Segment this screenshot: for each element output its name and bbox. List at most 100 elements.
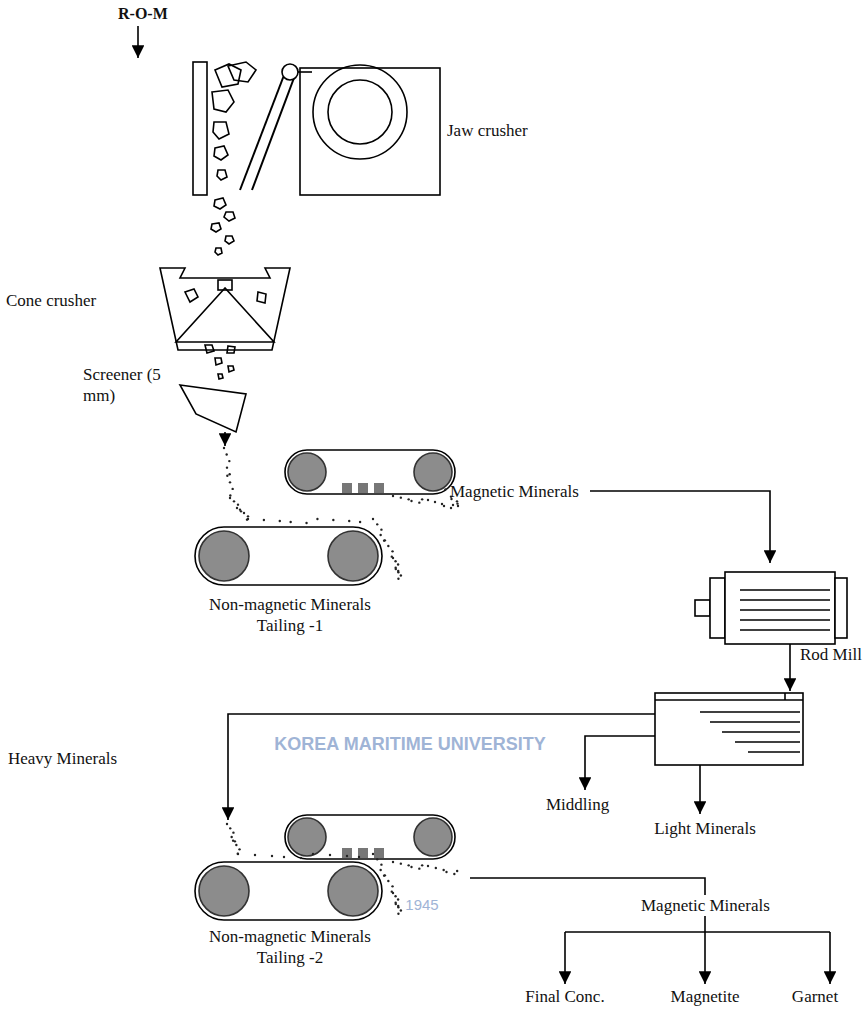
- particle: [427, 499, 429, 501]
- equipment-label: Screener (5 mm): [83, 364, 163, 406]
- particle: [379, 534, 381, 536]
- particle: [283, 856, 285, 858]
- particle: [376, 523, 378, 525]
- particle: [332, 519, 334, 521]
- equipment-label: Rod Mill: [800, 644, 862, 665]
- particle: [456, 502, 458, 504]
- particle: [372, 853, 374, 855]
- particle: [230, 836, 232, 838]
- particle: [391, 550, 393, 552]
- magnetic-separator: [195, 450, 455, 585]
- equipment-label: Cone crusher: [6, 290, 126, 311]
- particle: [238, 848, 240, 850]
- flow-line: [228, 714, 655, 820]
- watermark: 1945: [392, 894, 452, 915]
- particle: [395, 903, 397, 905]
- flow-line: [704, 932, 706, 984]
- product-label: Final Conc.: [505, 986, 625, 1007]
- particle: [226, 466, 228, 468]
- feed-arrow: [137, 26, 139, 58]
- particle: [434, 501, 436, 503]
- particle: [384, 539, 386, 541]
- particle: [392, 861, 394, 863]
- flow-line: [564, 932, 566, 984]
- particle: [391, 885, 393, 887]
- particle: [236, 507, 238, 509]
- particle: [231, 488, 233, 490]
- particle: [441, 503, 443, 505]
- particle: [397, 913, 399, 915]
- particle: [387, 880, 389, 882]
- particle: [392, 892, 394, 894]
- particle: [397, 578, 399, 580]
- particle: [229, 481, 231, 483]
- particle: [226, 475, 228, 477]
- flow-line: [699, 765, 701, 814]
- particle: [443, 505, 445, 507]
- particle: [229, 827, 231, 829]
- particle: [243, 512, 245, 514]
- particle: [400, 496, 402, 498]
- flow-line: [565, 931, 830, 933]
- rod-mill: [695, 572, 847, 644]
- particle: [235, 844, 237, 846]
- flow-line: [590, 491, 770, 563]
- particle: [445, 871, 447, 873]
- particle: [232, 831, 234, 833]
- flow-line: [789, 644, 791, 691]
- particle: [254, 854, 256, 856]
- particle: [387, 545, 389, 547]
- tailing-label: Non-magnetic Minerals Tailing -1: [190, 594, 390, 636]
- particle: [394, 560, 396, 562]
- magnetic-separator: [195, 815, 455, 920]
- flow-line: [585, 736, 655, 790]
- crushed-rock: [211, 198, 235, 255]
- particle: [316, 518, 318, 520]
- particle: [247, 518, 249, 520]
- particle: [229, 494, 231, 496]
- particle: [421, 864, 423, 866]
- product-label: Magnetic Minerals: [639, 895, 772, 916]
- screen-arrow: [224, 432, 226, 446]
- particle: [450, 507, 452, 509]
- screen: [180, 385, 246, 432]
- particle: [384, 874, 386, 876]
- particle: [246, 518, 248, 520]
- particle: [452, 504, 454, 506]
- particle: [407, 864, 409, 866]
- particle: [421, 498, 423, 500]
- particle: [392, 557, 394, 559]
- particle: [400, 574, 402, 576]
- product-label: Magnetic Minerals: [450, 481, 590, 502]
- particle: [410, 866, 412, 868]
- particle: [247, 515, 249, 517]
- particle: [435, 867, 437, 869]
- particle: [383, 539, 385, 541]
- particle: [271, 855, 273, 857]
- particle: [239, 508, 241, 510]
- particle: [263, 519, 265, 521]
- particle: [237, 503, 239, 505]
- particle: [300, 857, 302, 859]
- particle: [225, 453, 227, 455]
- crushed-fines: [215, 358, 234, 379]
- product-label: Heavy Minerals: [8, 748, 138, 769]
- particle: [233, 500, 235, 502]
- particle: [237, 853, 239, 855]
- particle: [457, 505, 459, 507]
- particle: [359, 521, 361, 523]
- product-label: Light Minerals: [640, 818, 770, 839]
- particle: [379, 869, 381, 871]
- particle: [453, 873, 455, 875]
- tailing-label: Non-magnetic Minerals Tailing -2: [190, 926, 390, 968]
- particle: [397, 571, 399, 573]
- particle: [348, 520, 350, 522]
- particle-stream: [223, 447, 459, 915]
- product-label: Garnet: [770, 986, 860, 1007]
- particle: [395, 568, 397, 570]
- particle: [400, 909, 402, 911]
- particle: [358, 856, 360, 858]
- particle: [232, 839, 234, 841]
- product-label: Middling: [546, 794, 626, 815]
